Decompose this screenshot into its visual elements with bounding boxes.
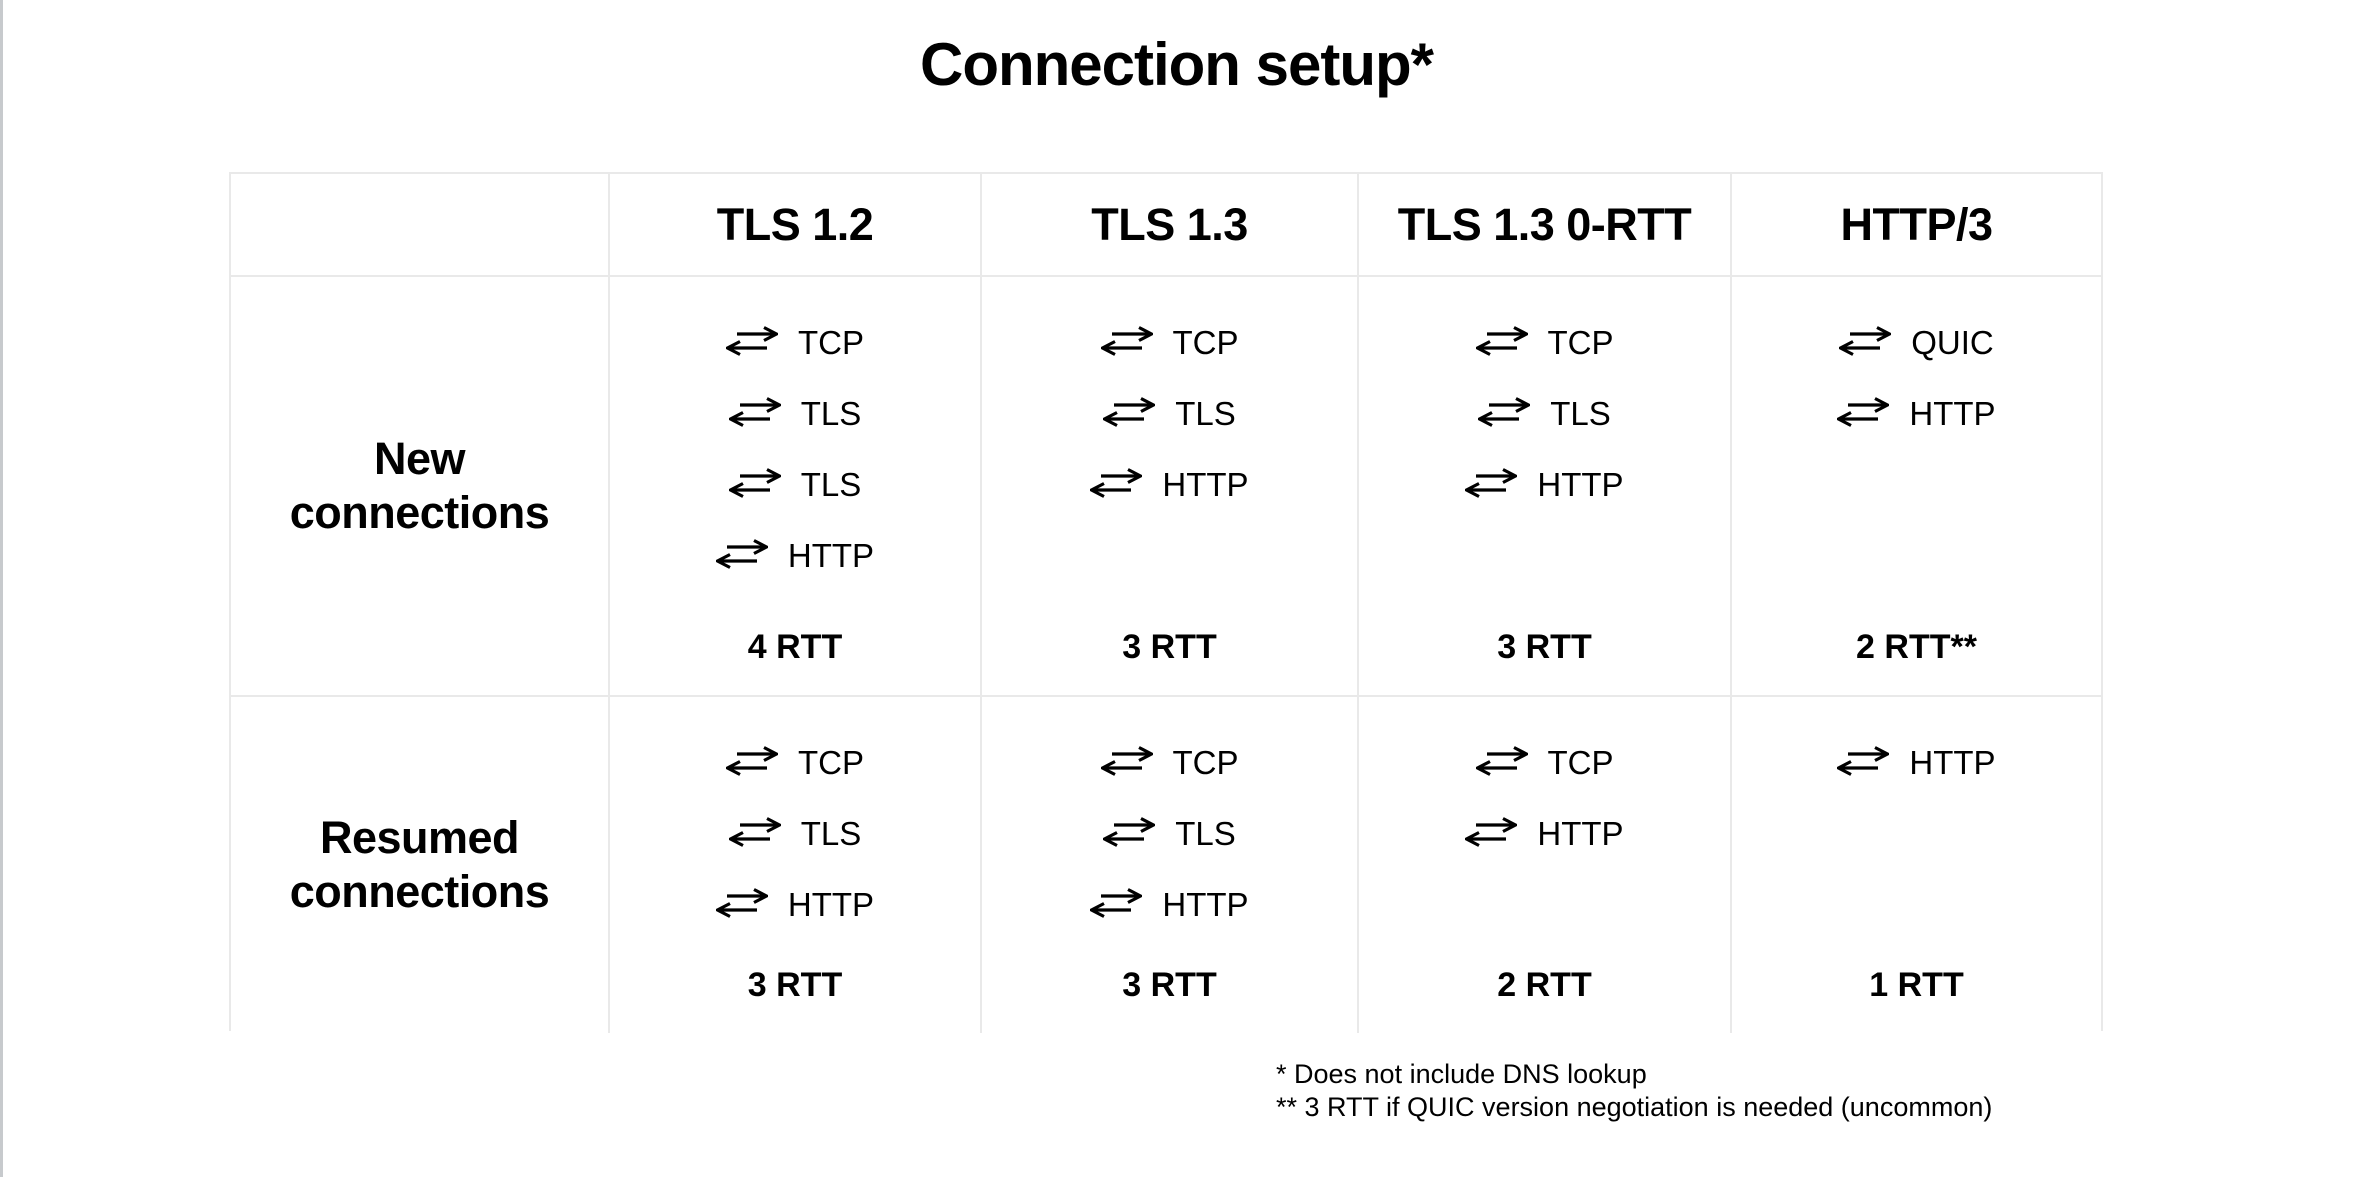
round-trip-arrows-icon [728, 816, 781, 847]
protocol-label: TCP [1547, 743, 1614, 781]
round-trip-arrows-icon [1103, 816, 1156, 847]
column-header: HTTP/3 [1732, 174, 2101, 277]
round-trip-arrows-icon [715, 887, 768, 918]
protocol-cell: TCP TLS TLS HTTP 4 RTT [610, 277, 982, 697]
protocol-cell: TCP TLS HTTP 3 RTT [982, 697, 1359, 1033]
rtt-count: 4 RTT [747, 628, 843, 666]
handshake-step: TCP [1100, 321, 1239, 361]
handshake-step: HTTP [1465, 463, 1624, 503]
protocol-label: TLS [1175, 814, 1236, 852]
round-trip-arrows-icon [1837, 745, 1890, 776]
protocol-cell: TCP TLS HTTP 3 RTT [982, 277, 1359, 697]
footnote-quic-negotiation: ** 3 RTT if QUIC version negotiation is … [1276, 1092, 1993, 1122]
row-label: Resumed connections [231, 697, 610, 1033]
column-header: TLS 1.3 [982, 174, 1359, 277]
handshake-step: HTTP [1837, 392, 1996, 432]
handshake-step: TLS [728, 463, 862, 503]
protocol-label: TCP [1172, 323, 1239, 361]
page-title: Connection setup* [919, 31, 1434, 98]
round-trip-arrows-icon [1839, 325, 1892, 356]
protocol-cell: TCP HTTP 2 RTT [1359, 697, 1732, 1033]
round-trip-arrows-icon [1837, 396, 1890, 427]
protocol-label: HTTP [1909, 394, 1996, 432]
round-trip-arrows-icon [726, 325, 778, 356]
handshake-step: TCP [726, 321, 864, 361]
rtt-count: 3 RTT [1122, 628, 1217, 666]
footnote-dns: * Does not include DNS lookup [1276, 1059, 1647, 1089]
handshake-step: TLS [1478, 392, 1611, 432]
round-trip-arrows-icon [1103, 396, 1156, 427]
handshake-step: HTTP [715, 883, 875, 923]
round-trip-arrows-icon [715, 538, 768, 569]
protocol-label: HTTP [787, 536, 875, 574]
handshake-step: TCP [1475, 741, 1614, 781]
protocol-cell: HTTP 1 RTT [1732, 697, 2101, 1033]
round-trip-arrows-icon [1465, 467, 1518, 498]
protocol-cell: QUIC HTTP 2 RTT** [1732, 277, 2101, 697]
round-trip-arrows-icon [1090, 467, 1143, 498]
round-trip-arrows-icon [1478, 396, 1531, 427]
handshake-step: TLS [728, 392, 862, 432]
protocol-label: TLS [800, 814, 862, 852]
round-trip-arrows-icon [1090, 887, 1143, 918]
protocol-label: TLS [1175, 394, 1236, 432]
protocol-label: TLS [800, 465, 862, 503]
protocol-label: QUIC [1911, 323, 1994, 361]
protocol-label: HTTP [1537, 465, 1624, 503]
protocol-label: HTTP [787, 885, 875, 923]
round-trip-arrows-icon [1465, 816, 1518, 847]
column-header-label: TLS 1.2 [716, 198, 874, 250]
footnotes: * Does not include DNS lookup ** 3 RTT i… [1276, 1058, 1992, 1124]
handshake-step: HTTP [715, 534, 875, 574]
handshake-step: TLS [728, 812, 862, 852]
handshake-step: QUIC [1839, 321, 1994, 361]
corner-cell [231, 174, 610, 277]
protocol-label: TCP [798, 743, 864, 781]
round-trip-arrows-icon [726, 745, 778, 776]
handshake-step: HTTP [1090, 883, 1249, 923]
screen-edge-line [0, 0, 3, 1177]
handshake-step: HTTP [1090, 463, 1249, 503]
protocol-label: HTTP [1909, 743, 1996, 781]
round-trip-arrows-icon [1100, 745, 1153, 776]
protocol-cell: TCP TLS HTTP 3 RTT [1359, 277, 1732, 697]
handshake-step: HTTP [1465, 812, 1624, 852]
handshake-step: TCP [1100, 741, 1239, 781]
protocol-label: TCP [798, 323, 864, 361]
round-trip-arrows-icon [728, 396, 781, 427]
rtt-count: 1 RTT [1869, 966, 1964, 1004]
protocol-label: TLS [1550, 394, 1611, 432]
column-header-label: HTTP/3 [1840, 198, 1993, 250]
handshake-step: TCP [726, 741, 864, 781]
round-trip-arrows-icon [1475, 325, 1528, 356]
protocol-label: TCP [1547, 323, 1614, 361]
handshake-step: TLS [1103, 812, 1236, 852]
protocol-label: HTTP [1162, 465, 1249, 503]
handshake-step: TLS [1103, 392, 1236, 432]
column-header: TLS 1.3 0-RTT [1359, 174, 1732, 277]
handshake-step: HTTP [1837, 741, 1996, 781]
protocol-label: HTTP [1162, 885, 1249, 923]
protocol-label: TCP [1172, 743, 1239, 781]
rtt-count: 3 RTT [1497, 628, 1592, 666]
column-header-label: TLS 1.3 [1091, 198, 1248, 250]
protocol-cell: TCP TLS HTTP 3 RTT [610, 697, 982, 1033]
protocol-label: TLS [800, 394, 862, 432]
round-trip-arrows-icon [1475, 745, 1528, 776]
round-trip-arrows-icon [1100, 325, 1153, 356]
column-header-label: TLS 1.3 0-RTT [1397, 198, 1692, 250]
rtt-count: 2 RTT** [1856, 628, 1977, 666]
row-label: New connections [231, 277, 610, 697]
protocol-label: HTTP [1537, 814, 1624, 852]
handshake-step: TCP [1475, 321, 1614, 361]
rtt-count: 3 RTT [747, 966, 843, 1004]
row-label-text: New connections [289, 433, 550, 538]
row-label-text: Resumed connections [289, 812, 550, 917]
column-header: TLS 1.2 [610, 174, 982, 277]
round-trip-arrows-icon [728, 467, 781, 498]
rtt-count: 3 RTT [1122, 966, 1217, 1004]
rtt-count: 2 RTT [1497, 966, 1592, 1004]
